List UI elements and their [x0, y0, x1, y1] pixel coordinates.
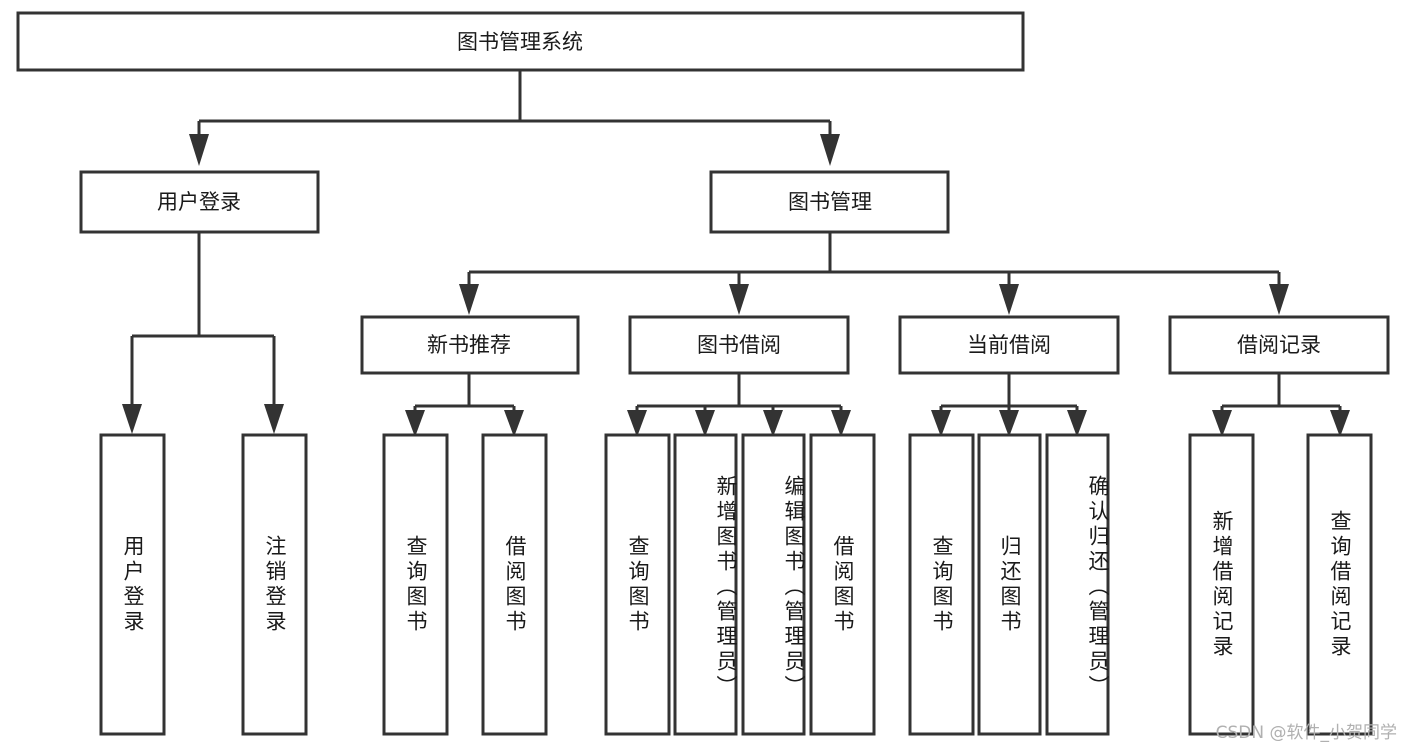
leaf-box-new-book-1[interactable] [382, 433, 449, 736]
node-current-borrow-box[interactable] [898, 315, 1120, 375]
leaf-box-borrow-record-1[interactable] [1188, 433, 1255, 736]
arrowhead-to-book-borrow [729, 284, 749, 315]
leaf-box-book-borrow-4[interactable] [809, 433, 876, 736]
arrowhead-user-login-leaf-1 [122, 404, 142, 434]
node-book-management-label: 图书管理 [788, 190, 872, 214]
leaf-box-book-borrow-1[interactable] [604, 433, 671, 736]
leaf-box-current-borrow-3[interactable] [1045, 433, 1110, 736]
arrowhead-to-current-borrow [999, 284, 1019, 315]
arrowhead-borrow-record-leaf-1 [1212, 410, 1232, 437]
arrowhead-current-borrow-leaf-3 [1067, 410, 1087, 437]
node-book-borrow-label: 图书借阅 [697, 333, 781, 357]
csdn-watermark: CSDN @软件_小贺同学 [1215, 723, 1397, 743]
node-borrow-record-label: 借阅记录 [1237, 333, 1321, 357]
arrowhead-user-login-leaf-2 [264, 404, 284, 434]
arrowhead-to-new-book [459, 284, 479, 315]
node-borrow-record-box[interactable] [1168, 315, 1390, 375]
node-root-box[interactable] [16, 11, 1025, 72]
leaf-box-book-borrow-3[interactable] [741, 433, 806, 736]
arrowhead-to-user-login [189, 134, 209, 166]
node-book-borrow-box[interactable] [628, 315, 850, 375]
arrowhead-to-borrow-record [1269, 284, 1289, 315]
arrowhead-to-book-mgmt [820, 134, 840, 166]
arrowhead-borrow-record-leaf-2 [1330, 410, 1350, 437]
node-new-book-recommend-box[interactable] [360, 315, 580, 375]
arrowhead-book-borrow-leaf-4 [831, 410, 851, 437]
leaf-box-current-borrow-2[interactable] [977, 433, 1042, 736]
node-new-book-recommend-label: 新书推荐 [427, 333, 511, 357]
node-user-login-label: 用户登录 [157, 190, 241, 214]
node-current-borrow-label: 当前借阅 [967, 333, 1051, 357]
arrowhead-book-borrow-leaf-1 [627, 410, 647, 437]
leaf-box-user-login-1[interactable] [99, 433, 166, 736]
arrowhead-book-borrow-leaf-2 [695, 410, 715, 437]
arrowhead-new-book-leaf-2 [504, 410, 524, 437]
leaf-box-new-book-2[interactable] [481, 433, 548, 736]
node-root-label: 图书管理系统 [457, 30, 583, 54]
arrowhead-current-borrow-leaf-1 [931, 410, 951, 437]
arrowhead-book-borrow-leaf-3 [763, 410, 783, 437]
arrowhead-current-borrow-leaf-2 [999, 410, 1019, 437]
leaf-box-book-borrow-2[interactable] [673, 433, 738, 736]
leaf-box-user-login-2[interactable] [241, 433, 308, 736]
leaf-box-borrow-record-2[interactable] [1306, 433, 1373, 736]
node-book-management-box[interactable] [709, 170, 950, 234]
leaf-box-current-borrow-1[interactable] [908, 433, 975, 736]
arrowhead-new-book-leaf-1 [405, 410, 425, 437]
